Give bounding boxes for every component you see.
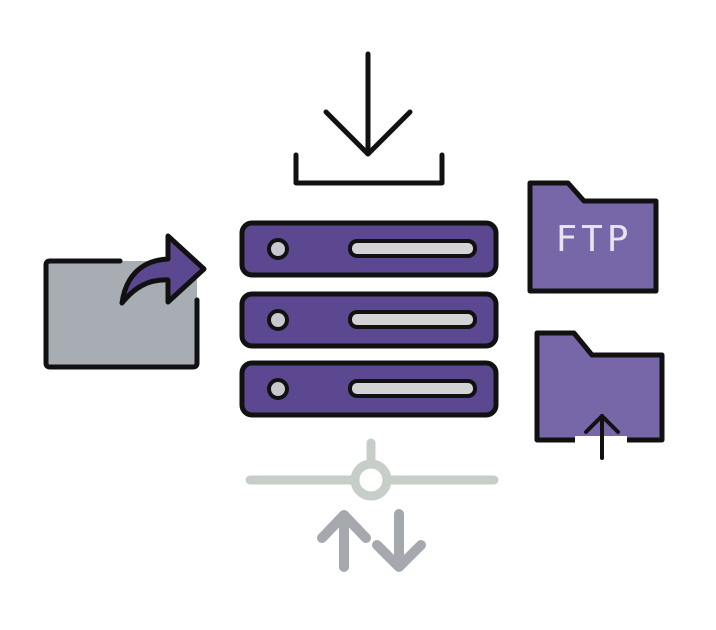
ftp-label: FTP <box>555 219 632 260</box>
shared-folder-icon <box>43 233 207 370</box>
upload-arrow-icon <box>584 414 620 460</box>
server-unit <box>239 360 499 418</box>
up-down-arrows-icon <box>317 509 426 572</box>
upload-folder-icon <box>534 330 665 460</box>
ftp-folder-icon: FTP <box>527 180 659 294</box>
server-unit <box>239 220 499 278</box>
server-stack-icon <box>239 220 499 418</box>
network-node-icon <box>245 438 499 501</box>
server-unit <box>239 291 499 349</box>
share-arrow-icon <box>119 233 207 306</box>
up-arrow-icon <box>317 510 371 572</box>
down-arrow-icon <box>372 509 426 572</box>
download-tray-icon <box>293 51 445 186</box>
